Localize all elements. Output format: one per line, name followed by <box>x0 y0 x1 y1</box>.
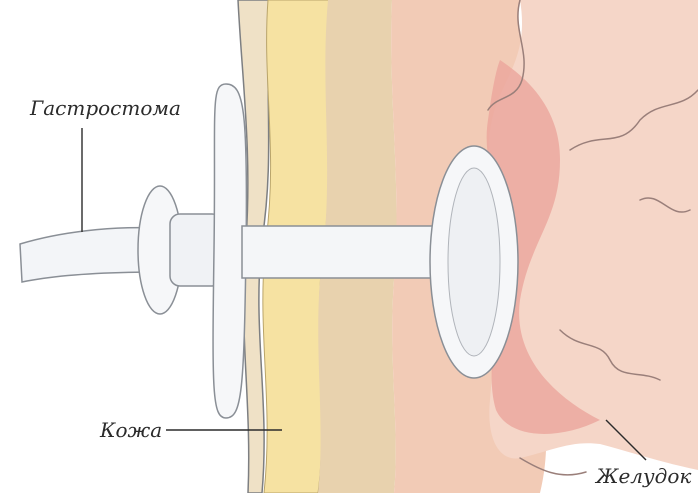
internal-bumper-inner <box>448 168 500 356</box>
gastrostomy-label: Гастростома <box>30 98 181 118</box>
stomach-label: Желудок <box>596 466 691 486</box>
skin-label: Кожа <box>100 420 162 440</box>
